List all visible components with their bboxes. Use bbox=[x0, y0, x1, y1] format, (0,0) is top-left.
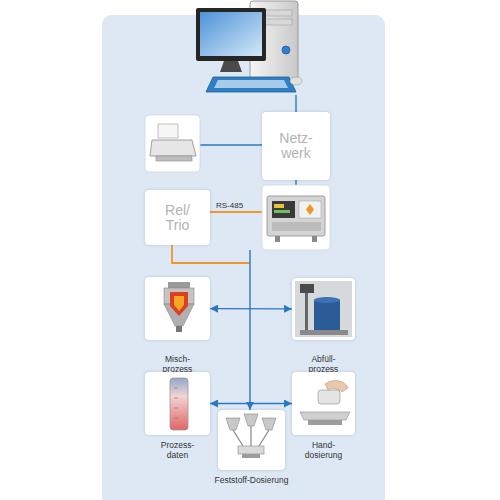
network-wire bbox=[295, 95, 296, 112]
solids-scale-base bbox=[242, 454, 260, 458]
barrel bbox=[314, 300, 340, 330]
power-button bbox=[282, 46, 290, 54]
printer-tray bbox=[156, 156, 192, 161]
signal-label: RS-485 bbox=[216, 201, 243, 210]
thermometer-tick bbox=[174, 398, 178, 399]
monitor-screen bbox=[200, 12, 262, 56]
process-caption: Hand- dosierung bbox=[300, 440, 348, 460]
terminal-foot bbox=[312, 236, 317, 242]
thermometer-tick bbox=[174, 408, 178, 409]
process-box: Misch- prozess bbox=[145, 277, 210, 340]
process-caption: Misch- prozess bbox=[154, 354, 202, 374]
terminal-foot bbox=[275, 236, 280, 242]
terminal-display bbox=[272, 201, 295, 218]
solids-scale bbox=[238, 446, 264, 454]
solids-hopper bbox=[244, 414, 258, 426]
monitor-frame bbox=[196, 8, 266, 61]
network-box: Netz- werk bbox=[262, 112, 330, 180]
process-caption: Feststoff-Dosierung bbox=[197, 475, 307, 485]
thermometer-tick bbox=[174, 418, 178, 419]
mixer-cone bbox=[164, 304, 194, 326]
bus-trunk bbox=[249, 250, 250, 410]
process-caption: Abfüll- prozess bbox=[300, 354, 348, 374]
solids-pipe bbox=[250, 426, 251, 446]
bench-scale bbox=[300, 412, 350, 420]
box-label: Rel/ Trio bbox=[155, 203, 200, 233]
scale-column bbox=[305, 286, 308, 330]
terminal-key bbox=[306, 204, 314, 215]
relay-box: Rel/ Trio bbox=[145, 190, 210, 245]
connector-arrow bbox=[210, 403, 292, 404]
edge-layer bbox=[210, 309, 292, 404]
printer-body bbox=[150, 140, 196, 156]
scale-display bbox=[300, 284, 314, 293]
hand bbox=[325, 381, 348, 392]
process-caption: Prozess- daten bbox=[154, 440, 202, 460]
dosing-container bbox=[318, 390, 340, 404]
background-panel bbox=[102, 15, 385, 500]
mixer-content bbox=[170, 292, 188, 316]
weighing-terminal bbox=[267, 196, 325, 236]
process-box: Hand- dosierung bbox=[292, 372, 355, 435]
keyboard bbox=[206, 77, 296, 92]
mixer-outlet bbox=[176, 326, 182, 332]
thermometer-tick bbox=[174, 388, 178, 389]
terminal-display bbox=[274, 210, 290, 213]
mixer-vessel bbox=[164, 288, 194, 304]
thermometer bbox=[170, 378, 188, 430]
terminal-display bbox=[274, 204, 284, 208]
solids-hopper bbox=[226, 418, 240, 430]
printer-box bbox=[145, 115, 200, 172]
solids-pipe bbox=[233, 430, 243, 446]
mouse bbox=[290, 77, 302, 85]
filling-photo bbox=[295, 281, 352, 337]
mixer-content bbox=[174, 296, 184, 311]
process-box: Prozess- daten bbox=[145, 372, 210, 435]
process-box: Abfüll- prozess bbox=[292, 278, 355, 340]
network-wire bbox=[295, 180, 296, 185]
terminal-keypad bbox=[299, 201, 321, 218]
keyboard-keys bbox=[214, 80, 288, 88]
box-label: Netz- werk bbox=[271, 131, 321, 161]
network-wire bbox=[200, 144, 262, 145]
scale-platform bbox=[300, 330, 348, 335]
scale-base bbox=[308, 420, 342, 425]
connector-arrow bbox=[210, 308, 292, 310]
solids-pipe bbox=[259, 430, 269, 446]
monitor-stand bbox=[220, 61, 242, 72]
printer-paper bbox=[158, 124, 178, 138]
terminal-keys bbox=[272, 222, 321, 231]
rs485-wire bbox=[210, 211, 262, 213]
mixer-motor bbox=[168, 282, 190, 288]
process-box: Feststoff-Dosierung bbox=[218, 410, 285, 470]
solids-hopper bbox=[262, 418, 276, 430]
barrel-top bbox=[314, 297, 340, 303]
relay-wire bbox=[172, 245, 250, 263]
terminal-box bbox=[262, 185, 330, 250]
